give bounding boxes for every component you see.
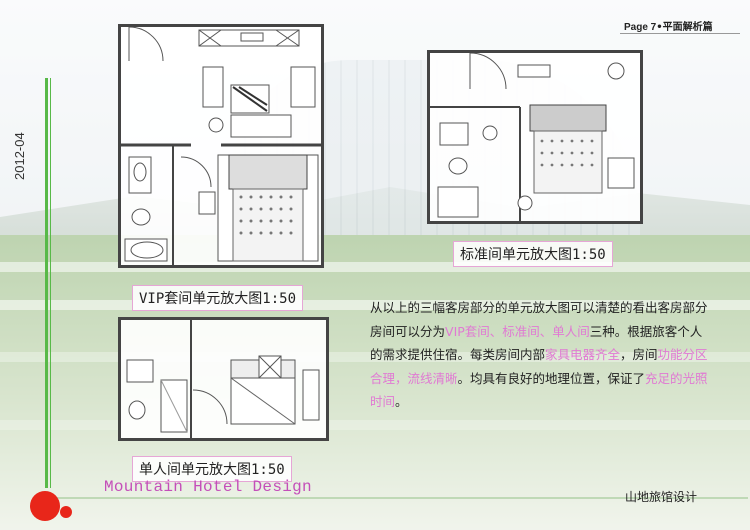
chinese-title: 山地旅馆设计 — [625, 490, 698, 504]
date-label: 2012-04 — [12, 132, 27, 180]
description-text: 从以上的三幅客房部分的单元放大图可以清楚的看出客房部分房间可以分为VIP套间、标… — [370, 296, 710, 414]
page-number: Page 7 — [624, 22, 657, 33]
desc-text-2: 三种。根据旅客个人的需求提供住宿。每类房间内部 — [370, 323, 703, 363]
vip-plan-drawing — [121, 27, 321, 265]
desc-highlight-sunlight: 充足的光照时间 — [370, 370, 708, 410]
red-dot-small — [60, 506, 72, 518]
desc-highlight-zoning: 功能分区合理，流线清晰 — [370, 347, 708, 386]
english-title: Mountain Hotel Design — [104, 478, 312, 496]
standard-plan-drawing — [430, 53, 635, 221]
standard-caption: 标准间单元放大图1:50 — [453, 241, 613, 267]
single-caption: 单人间单元放大图1:50 — [132, 456, 292, 482]
single-floor-plan — [118, 317, 329, 441]
page-section: •平面解析篇 — [656, 22, 713, 33]
header-rule — [620, 33, 740, 34]
vip-floor-plan — [118, 24, 324, 268]
red-dot-large — [30, 491, 60, 521]
standard-floor-plan — [427, 50, 643, 224]
green-vertical-thin-line — [50, 78, 51, 488]
desc-text-4: 。均具有良好的地理位置，保证了 — [457, 370, 646, 386]
bottom-horizontal-line — [48, 497, 748, 499]
vip-caption: VIP套间单元放大图1:50 — [132, 285, 304, 311]
page-label: Page 7•平面解析篇 — [624, 18, 713, 33]
desc-highlight-room-types: VIP套间、标准间、单人间 — [445, 323, 590, 339]
desc-text-5: 。 — [395, 394, 408, 409]
desc-text-1: 从以上的三幅客房部分的单元放大图可以清楚的看出客房部分房间可以分为 — [370, 300, 708, 339]
desc-text-3: ，房间 — [620, 347, 658, 362]
green-vertical-line — [45, 78, 48, 488]
single-plan-drawing — [126, 320, 320, 438]
desc-highlight-furniture: 家具电器齐全 — [545, 347, 621, 362]
